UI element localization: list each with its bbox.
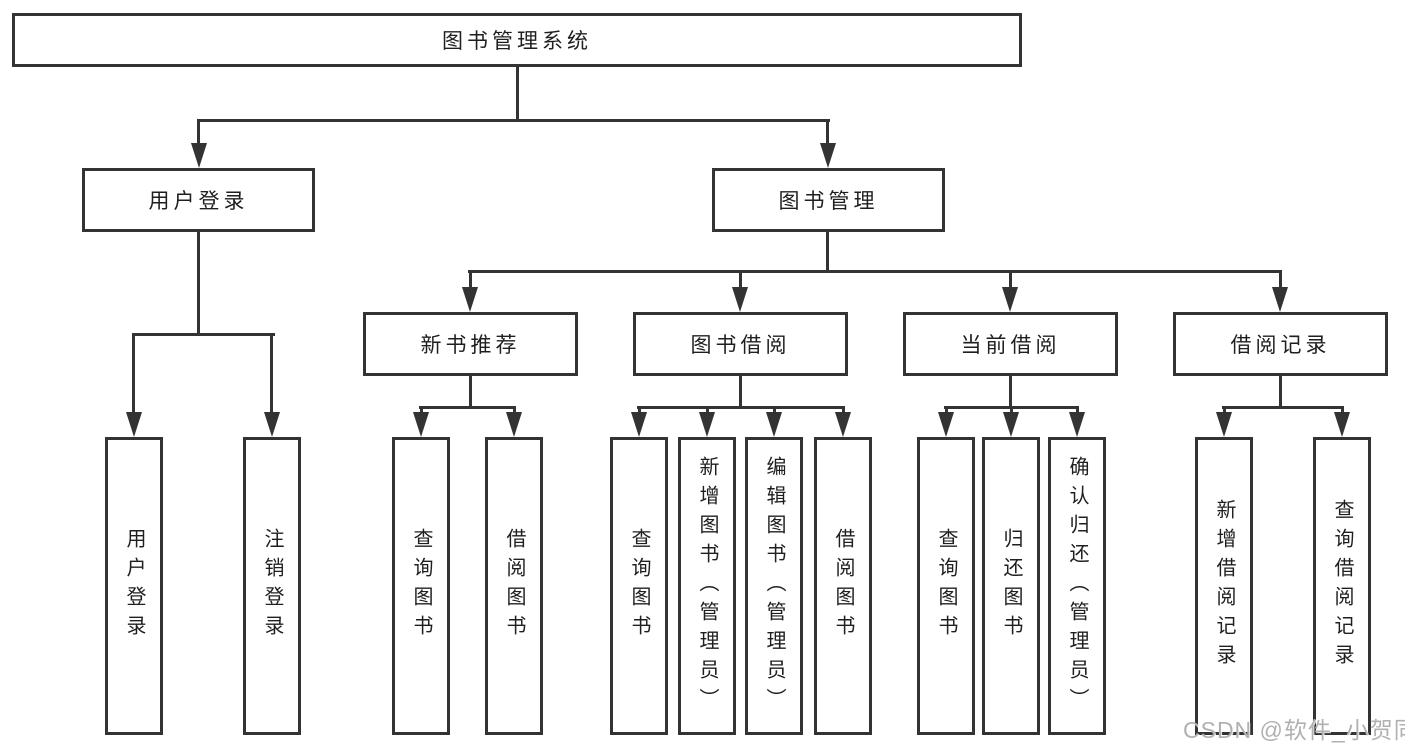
node-user-login: 用户登录 bbox=[82, 168, 315, 232]
connector-line bbox=[842, 406, 845, 414]
leaf-borrow-books: 借阅图书 bbox=[814, 437, 872, 735]
connector-line bbox=[826, 119, 829, 146]
connector-line bbox=[739, 376, 742, 408]
arrow-down-icon bbox=[462, 287, 478, 312]
node-root: 图书管理系统 bbox=[12, 13, 1022, 67]
connector-line bbox=[197, 119, 200, 146]
leaf-label: 新增图书（管理员） bbox=[696, 455, 718, 717]
connector-line bbox=[469, 270, 472, 288]
connector-line bbox=[638, 406, 641, 414]
connector-line bbox=[1223, 406, 1226, 414]
leaf-query-books-recommend: 查询图书 bbox=[392, 437, 450, 735]
arrow-down-icon bbox=[1003, 412, 1019, 437]
arrow-down-icon bbox=[766, 412, 782, 437]
connector-line bbox=[1279, 376, 1282, 408]
connector-line bbox=[132, 333, 275, 336]
connector-line bbox=[1076, 406, 1079, 414]
connector-line bbox=[197, 232, 200, 335]
arrow-down-icon bbox=[631, 412, 647, 437]
arrow-down-icon bbox=[1272, 287, 1288, 312]
arrow-down-icon bbox=[191, 143, 207, 168]
arrow-down-icon bbox=[506, 412, 522, 437]
leaf-label: 确认归还（管理员） bbox=[1066, 455, 1088, 717]
arrow-down-icon bbox=[938, 412, 954, 437]
connector-line bbox=[1009, 376, 1012, 408]
arrow-down-icon bbox=[1216, 412, 1232, 437]
leaf-add-borrow-record: 新增借阅记录 bbox=[1195, 437, 1253, 735]
connector-line bbox=[826, 232, 829, 272]
connector-line bbox=[419, 406, 516, 409]
leaf-label: 新增借阅记录 bbox=[1213, 499, 1235, 673]
arrow-down-icon bbox=[835, 412, 851, 437]
arrow-down-icon bbox=[820, 143, 836, 168]
leaf-label: 借阅图书 bbox=[503, 528, 525, 644]
leaf-add-books-admin: 新增图书（管理员） bbox=[678, 437, 736, 735]
leaf-label: 用户登录 bbox=[123, 528, 145, 644]
leaf-label: 编辑图书（管理员） bbox=[763, 455, 785, 717]
node-book-borrow: 图书借阅 bbox=[633, 312, 848, 376]
leaf-query-borrow-record: 查询借阅记录 bbox=[1313, 437, 1371, 735]
leaf-label: 查询图书 bbox=[628, 528, 650, 644]
arrow-down-icon bbox=[126, 412, 142, 437]
leaf-label: 借阅图书 bbox=[832, 528, 854, 644]
leaf-user-login: 用户登录 bbox=[105, 437, 163, 735]
arrow-down-icon bbox=[699, 412, 715, 437]
connector-line bbox=[270, 333, 273, 412]
connector-line bbox=[420, 406, 423, 414]
arrow-down-icon bbox=[1002, 287, 1018, 312]
leaf-label: 查询借阅记录 bbox=[1331, 499, 1353, 673]
leaf-label: 查询图书 bbox=[935, 528, 957, 644]
connector-line bbox=[1341, 406, 1344, 414]
arrow-down-icon bbox=[413, 412, 429, 437]
connector-line bbox=[945, 406, 948, 414]
node-current-borrow: 当前借阅 bbox=[903, 312, 1118, 376]
connector-line bbox=[468, 270, 1282, 273]
connector-line bbox=[516, 67, 519, 120]
connector-line bbox=[1010, 406, 1013, 414]
arrow-down-icon bbox=[1334, 412, 1350, 437]
node-book-management: 图书管理 bbox=[712, 168, 945, 232]
connector-line bbox=[773, 406, 776, 414]
leaf-logout: 注销登录 bbox=[243, 437, 301, 735]
leaf-query-books-borrow: 查询图书 bbox=[610, 437, 668, 735]
leaf-return-books: 归还图书 bbox=[982, 437, 1040, 735]
node-new-book-recommend: 新书推荐 bbox=[363, 312, 578, 376]
connector-line bbox=[513, 406, 516, 414]
connector-line bbox=[637, 406, 845, 409]
leaf-label: 归还图书 bbox=[1000, 528, 1022, 644]
leaf-query-books-current: 查询图书 bbox=[917, 437, 975, 735]
node-borrow-records: 借阅记录 bbox=[1173, 312, 1388, 376]
arrow-down-icon bbox=[264, 412, 280, 437]
connector-line bbox=[469, 376, 472, 408]
arrow-down-icon bbox=[732, 287, 748, 312]
leaf-label: 查询图书 bbox=[410, 528, 432, 644]
leaf-label: 注销登录 bbox=[261, 528, 283, 644]
connector-line bbox=[739, 270, 742, 288]
arrow-down-icon bbox=[1069, 412, 1085, 437]
connector-line bbox=[1009, 270, 1012, 288]
watermark: CSDN @软件_小贺同学 bbox=[1183, 717, 1405, 743]
leaf-confirm-return-admin: 确认归还（管理员） bbox=[1048, 437, 1106, 735]
leaf-edit-books-admin: 编辑图书（管理员） bbox=[745, 437, 803, 735]
connector-line bbox=[1222, 406, 1344, 409]
connector-line bbox=[1279, 270, 1282, 288]
connector-line bbox=[706, 406, 709, 414]
connector-line bbox=[132, 333, 135, 412]
connector-line bbox=[197, 119, 830, 122]
leaf-borrow-books-recommend: 借阅图书 bbox=[485, 437, 543, 735]
